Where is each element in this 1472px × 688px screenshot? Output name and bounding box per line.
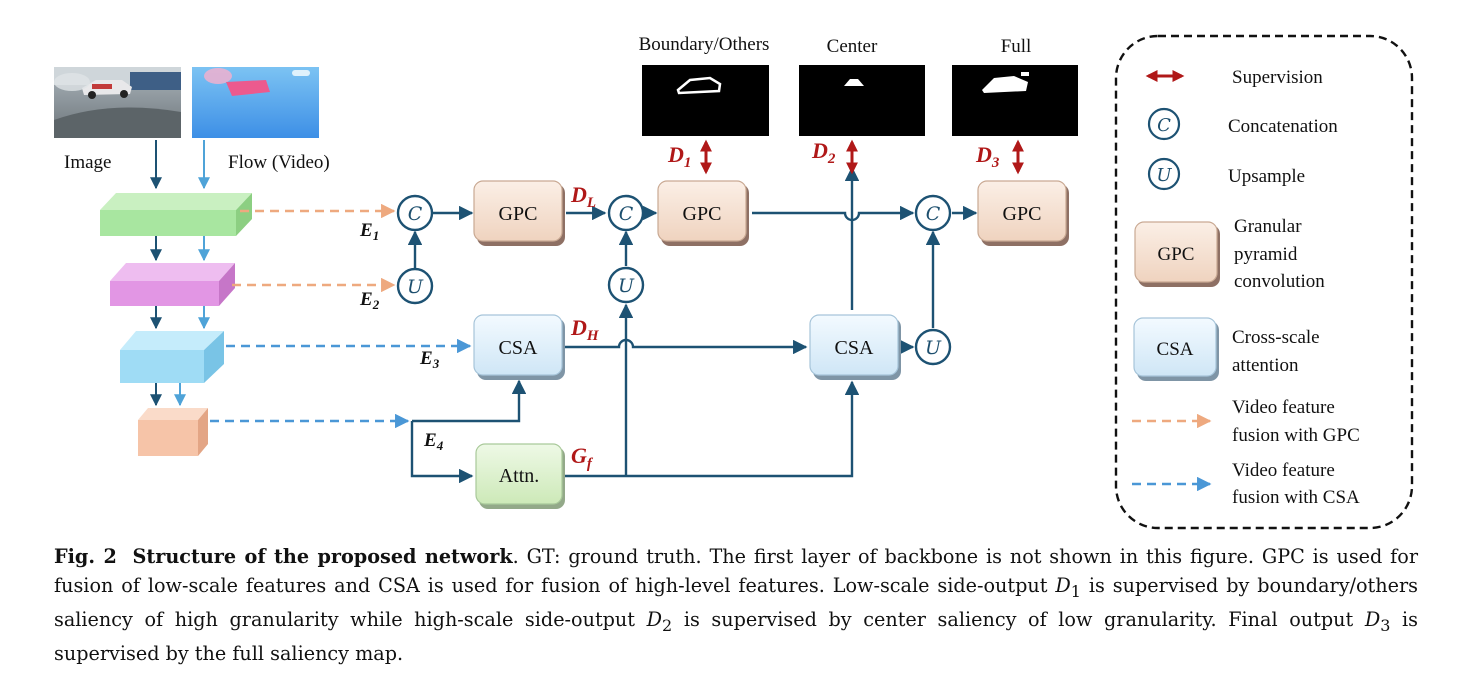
svg-text:GPC: GPC	[499, 203, 538, 225]
concat-node-3: C	[914, 194, 952, 232]
legend-gpc-2: pyramid	[1234, 244, 1298, 265]
supervision-arrows	[700, 139, 1024, 175]
network-diagram: Image Flow (Video) E1	[54, 34, 1414, 530]
center-label: Center	[827, 36, 878, 57]
gf-label: Gf	[571, 443, 594, 472]
legend: Supervision C Concatenation U Upsample G…	[1114, 34, 1414, 530]
e2-label: E2	[359, 289, 380, 312]
legend-concatenation: Concatenation	[1228, 116, 1338, 137]
input-image-thumbnail	[54, 67, 181, 138]
svg-text:U: U	[1156, 165, 1172, 186]
figure-caption: Fig. 2 Structure of the proposed network…	[54, 543, 1418, 669]
backbone-layer-1	[100, 193, 252, 236]
fusion-dashes	[210, 203, 472, 429]
svg-text:C: C	[619, 203, 634, 225]
backbone-layer-4	[138, 408, 208, 456]
legend-upsample: Upsample	[1228, 166, 1305, 187]
boundary-map	[642, 65, 769, 136]
svg-text:C: C	[926, 203, 941, 225]
svg-text:GPC: GPC	[683, 203, 722, 225]
caption-text-1: . GT: ground truth. The first layer of b…	[54, 545, 1418, 597]
legend-supervision: Supervision	[1232, 67, 1323, 88]
e4-label: E4	[423, 430, 444, 453]
svg-text:U: U	[407, 276, 424, 298]
full-map	[952, 65, 1078, 136]
caption-text-2: is supervised by boundary/others salienc…	[54, 573, 1418, 631]
legend-csa-1: Cross-scale	[1232, 327, 1320, 348]
svg-text:C: C	[1157, 115, 1171, 136]
center-map	[799, 65, 925, 136]
e1-label: E1	[359, 220, 379, 243]
svg-text:CSA: CSA	[499, 337, 538, 359]
upsample-legend-icon: U	[1147, 157, 1181, 191]
backbone-layer-2	[110, 263, 235, 306]
legend-gpc-3: convolution	[1234, 271, 1325, 292]
svg-text:CSA: CSA	[1157, 339, 1194, 360]
svg-text:U: U	[925, 337, 942, 359]
legend-vf-csa-2: fusion with CSA	[1232, 487, 1360, 508]
upsample-node-3: U	[914, 328, 952, 366]
csa-block-1: CSA	[473, 314, 565, 380]
backbone-arrows	[150, 140, 210, 407]
caption-text-4: is supervised by the full saliency map.	[54, 607, 1418, 666]
caption-fig-label: Fig. 2	[54, 545, 117, 568]
csa-block-2: CSA	[809, 314, 901, 380]
boundary-label: Boundary/Others	[639, 34, 770, 55]
flow-label: Flow (Video)	[228, 152, 330, 173]
svg-text:U: U	[618, 275, 635, 297]
concat-node-2: C	[607, 194, 645, 232]
svg-text:Attn.: Attn.	[499, 465, 540, 487]
upsample-node-2: U	[607, 266, 645, 304]
caption-d2-sub: 2	[662, 615, 673, 635]
svg-text:GPC: GPC	[1158, 244, 1195, 265]
caption-d3: D	[1364, 607, 1381, 631]
gpc-block-1: GPC	[473, 180, 565, 246]
gpc-block-3: GPC	[977, 180, 1069, 246]
connection-lines	[407, 166, 978, 484]
svg-text:CSA: CSA	[835, 337, 874, 359]
legend-gpc-1: Granular	[1234, 216, 1302, 237]
legend-vf-gpc-2: fusion with GPC	[1232, 425, 1360, 446]
upsample-node-1: U	[396, 267, 434, 305]
legend-vf-csa-1: Video feature	[1232, 460, 1335, 481]
caption-text-3: is supervised by center saliency of low …	[672, 607, 1365, 631]
gpc-legend-icon: GPC	[1134, 221, 1220, 287]
input-flow-thumbnail	[192, 67, 319, 138]
attn-block: Attn.	[475, 443, 565, 509]
gpc-block-2: GPC	[657, 180, 749, 246]
dh-label: DH	[570, 315, 600, 344]
legend-vf-gpc-1: Video feature	[1232, 397, 1335, 418]
caption-d2: D	[646, 607, 663, 631]
backbone-layer-3	[120, 331, 224, 383]
e3-label: E3	[419, 348, 440, 371]
caption-d3-sub: 3	[1380, 615, 1391, 635]
legend-csa-2: attention	[1232, 355, 1299, 376]
caption-d1: D	[1055, 573, 1071, 597]
d1-label: D1	[667, 142, 691, 171]
image-label: Image	[64, 152, 111, 173]
d3-label: D3	[975, 142, 1000, 171]
caption-d1-sub: 1	[1070, 581, 1081, 601]
full-label: Full	[1001, 36, 1032, 57]
svg-text:GPC: GPC	[1003, 203, 1042, 225]
d2-label: D2	[811, 138, 836, 167]
caption-title: Structure of the proposed network	[132, 545, 513, 568]
svg-text:C: C	[408, 203, 423, 225]
concat-legend-icon: C	[1147, 107, 1181, 141]
dl-label: DL	[570, 182, 596, 211]
concat-node-1: C	[396, 194, 434, 232]
csa-legend-icon: CSA	[1133, 317, 1219, 381]
